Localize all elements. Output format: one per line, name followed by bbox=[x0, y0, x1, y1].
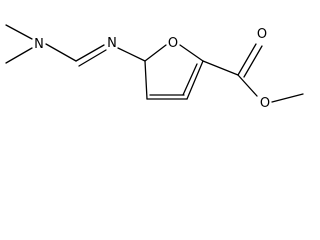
carbonyl-oxygen-label: O bbox=[257, 27, 267, 42]
furan-to-carbonyl-bond bbox=[202, 60, 239, 76]
carbonyl-to-ester-oxygen-bond bbox=[237, 74, 258, 97]
amidine-double-bond: N bbox=[75, 36, 146, 67]
ring-bond-o-c2 bbox=[179, 44, 204, 62]
c-n-double-bond-a bbox=[75, 44, 105, 62]
n-to-methine-bond bbox=[45, 43, 77, 62]
carbonyl-double-bond-a bbox=[237, 43, 257, 76]
methyl-bond-lower bbox=[5, 47, 33, 64]
carbonyl-double-bond-b bbox=[243, 45, 263, 78]
dimethylamino-nitrogen-label: N bbox=[34, 37, 44, 52]
furan-ring: O bbox=[144, 36, 204, 100]
imine-nitrogen-label: N bbox=[107, 36, 117, 51]
ring-bond-c5-c4 bbox=[144, 60, 148, 100]
n-to-furan-bond bbox=[117, 47, 146, 62]
ring-oxygen-label: O bbox=[168, 36, 178, 51]
ester-oxygen-label: O bbox=[260, 96, 270, 111]
dimethylamino-group: N bbox=[5, 24, 77, 64]
ring-bond-c3-c2-inner bbox=[182, 63, 198, 96]
methyl-ester-group: O O bbox=[202, 27, 304, 111]
ring-bond-c3-c2 bbox=[186, 60, 204, 100]
chemical-structure: N N O O O bbox=[5, 24, 304, 111]
ester-oxygen-to-methyl-bond bbox=[271, 93, 304, 103]
methyl-bond-upper bbox=[5, 24, 33, 40]
c-n-double-bond-b bbox=[78, 49, 107, 67]
ring-bond-c5-o bbox=[144, 44, 167, 62]
